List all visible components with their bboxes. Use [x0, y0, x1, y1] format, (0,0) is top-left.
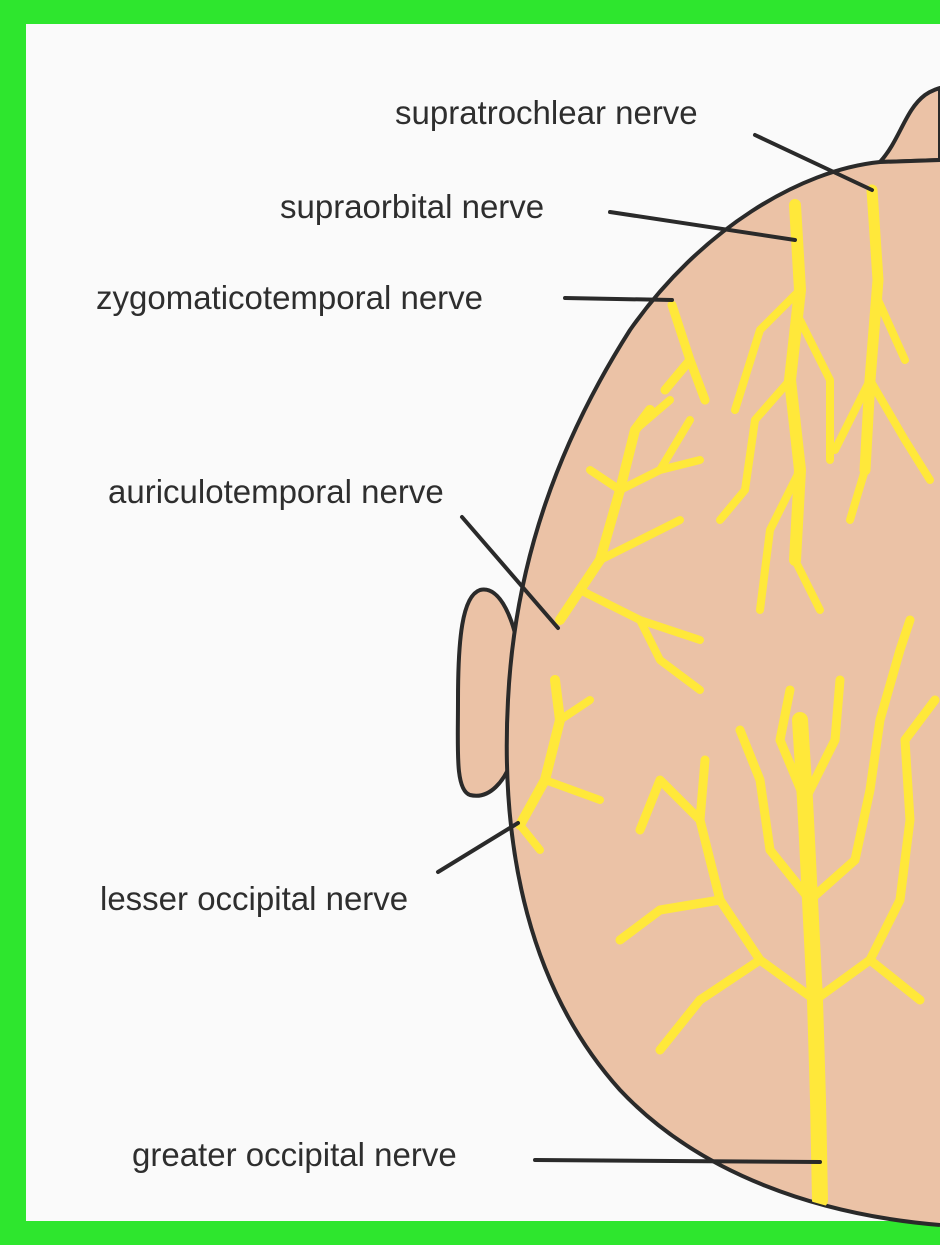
label-lesser-occipital-nerve: lesser occipital nerve — [100, 880, 408, 917]
greater-occipital-leader — [535, 1160, 820, 1162]
label-auriculotemporal-nerve: auriculotemporal nerve — [108, 473, 444, 510]
label-supraorbital-nerve: supraorbital nerve — [280, 188, 544, 225]
zygomaticotemporal-leader — [565, 298, 672, 300]
label-supratrochlear-nerve: supratrochlear nerve — [395, 94, 698, 131]
label-greater-occipital-nerve: greater occipital nerve — [132, 1136, 457, 1173]
nose-outline — [880, 88, 940, 162]
lesser-occipital-leader — [438, 823, 518, 872]
label-zygomaticotemporal-nerve: zygomaticotemporal nerve — [96, 279, 483, 316]
